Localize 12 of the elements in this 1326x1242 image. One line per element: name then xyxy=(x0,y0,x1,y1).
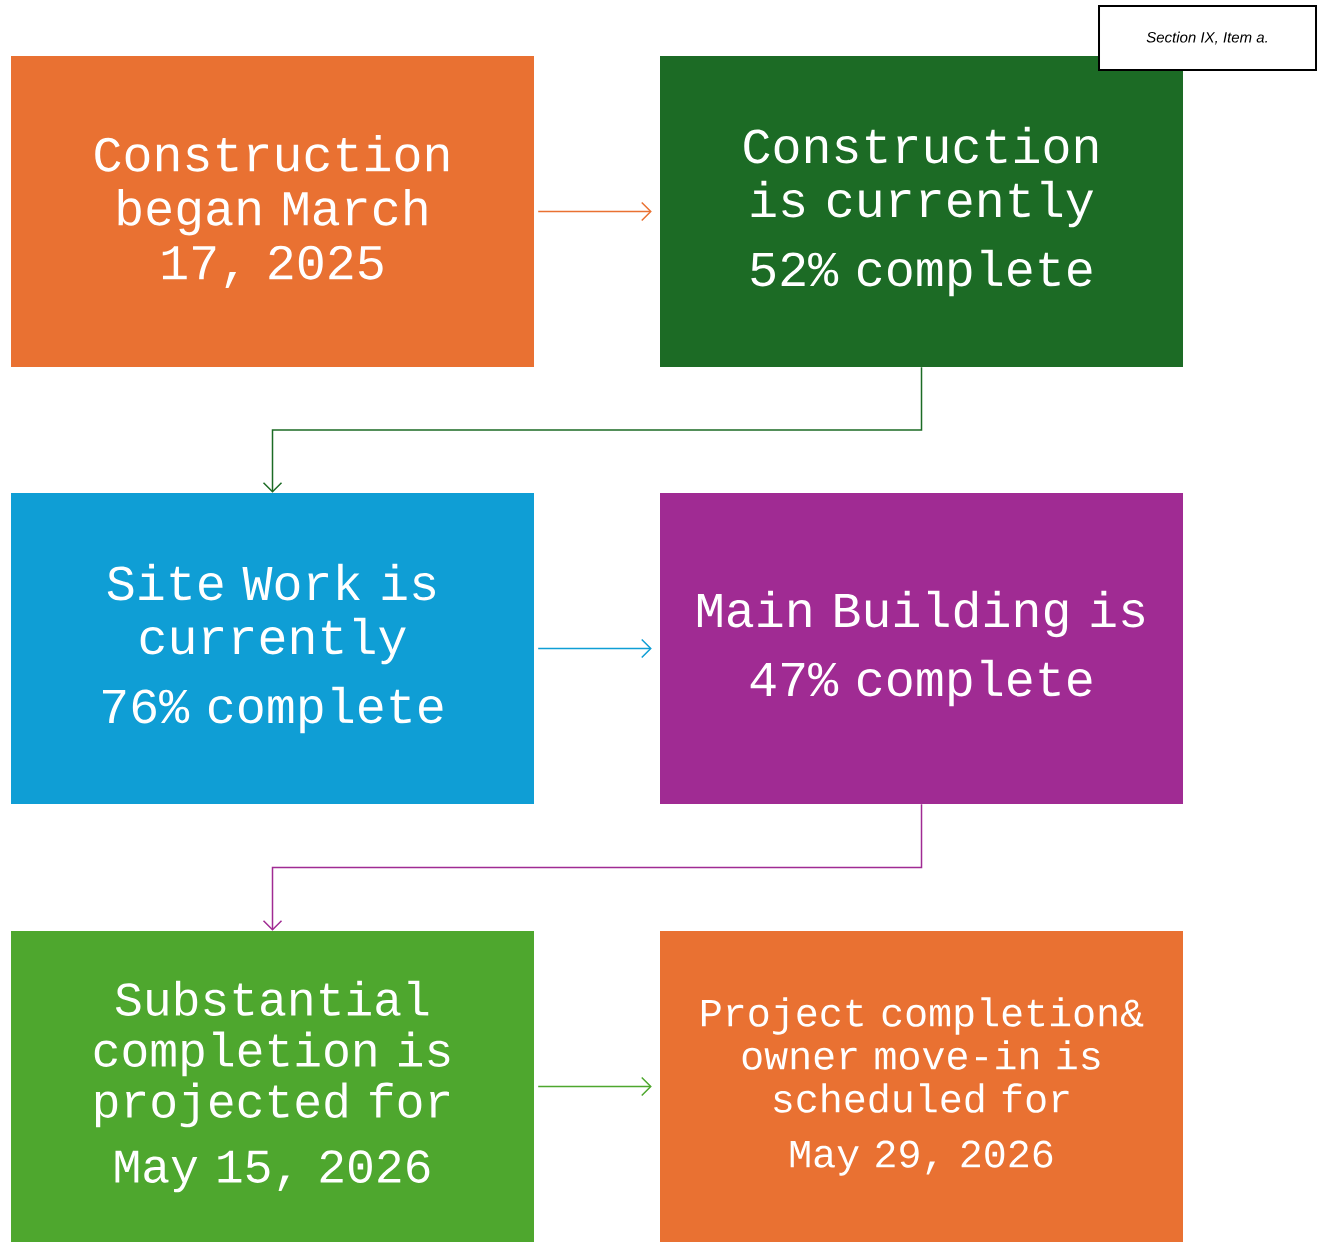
process-box: Construction began March 17, 2025 xyxy=(11,56,534,367)
arrow xyxy=(262,803,923,931)
process-box: Main Building is 47% complete xyxy=(660,493,1183,804)
process-box: Project completion& owner move-in is scheduled for May 29, 2026 xyxy=(660,931,1183,1242)
process-box: Site Work is currently 76% complete xyxy=(11,493,534,804)
process-box: Substantial completion is projected for May 15, 2026 xyxy=(11,931,534,1242)
arrow xyxy=(537,1076,652,1097)
process-box: Construction is currently 52% complete xyxy=(660,56,1183,367)
label-box: Section IX, Item a. xyxy=(1098,5,1317,71)
arrow xyxy=(537,638,652,659)
arrow xyxy=(537,201,652,222)
arrow xyxy=(262,366,923,493)
